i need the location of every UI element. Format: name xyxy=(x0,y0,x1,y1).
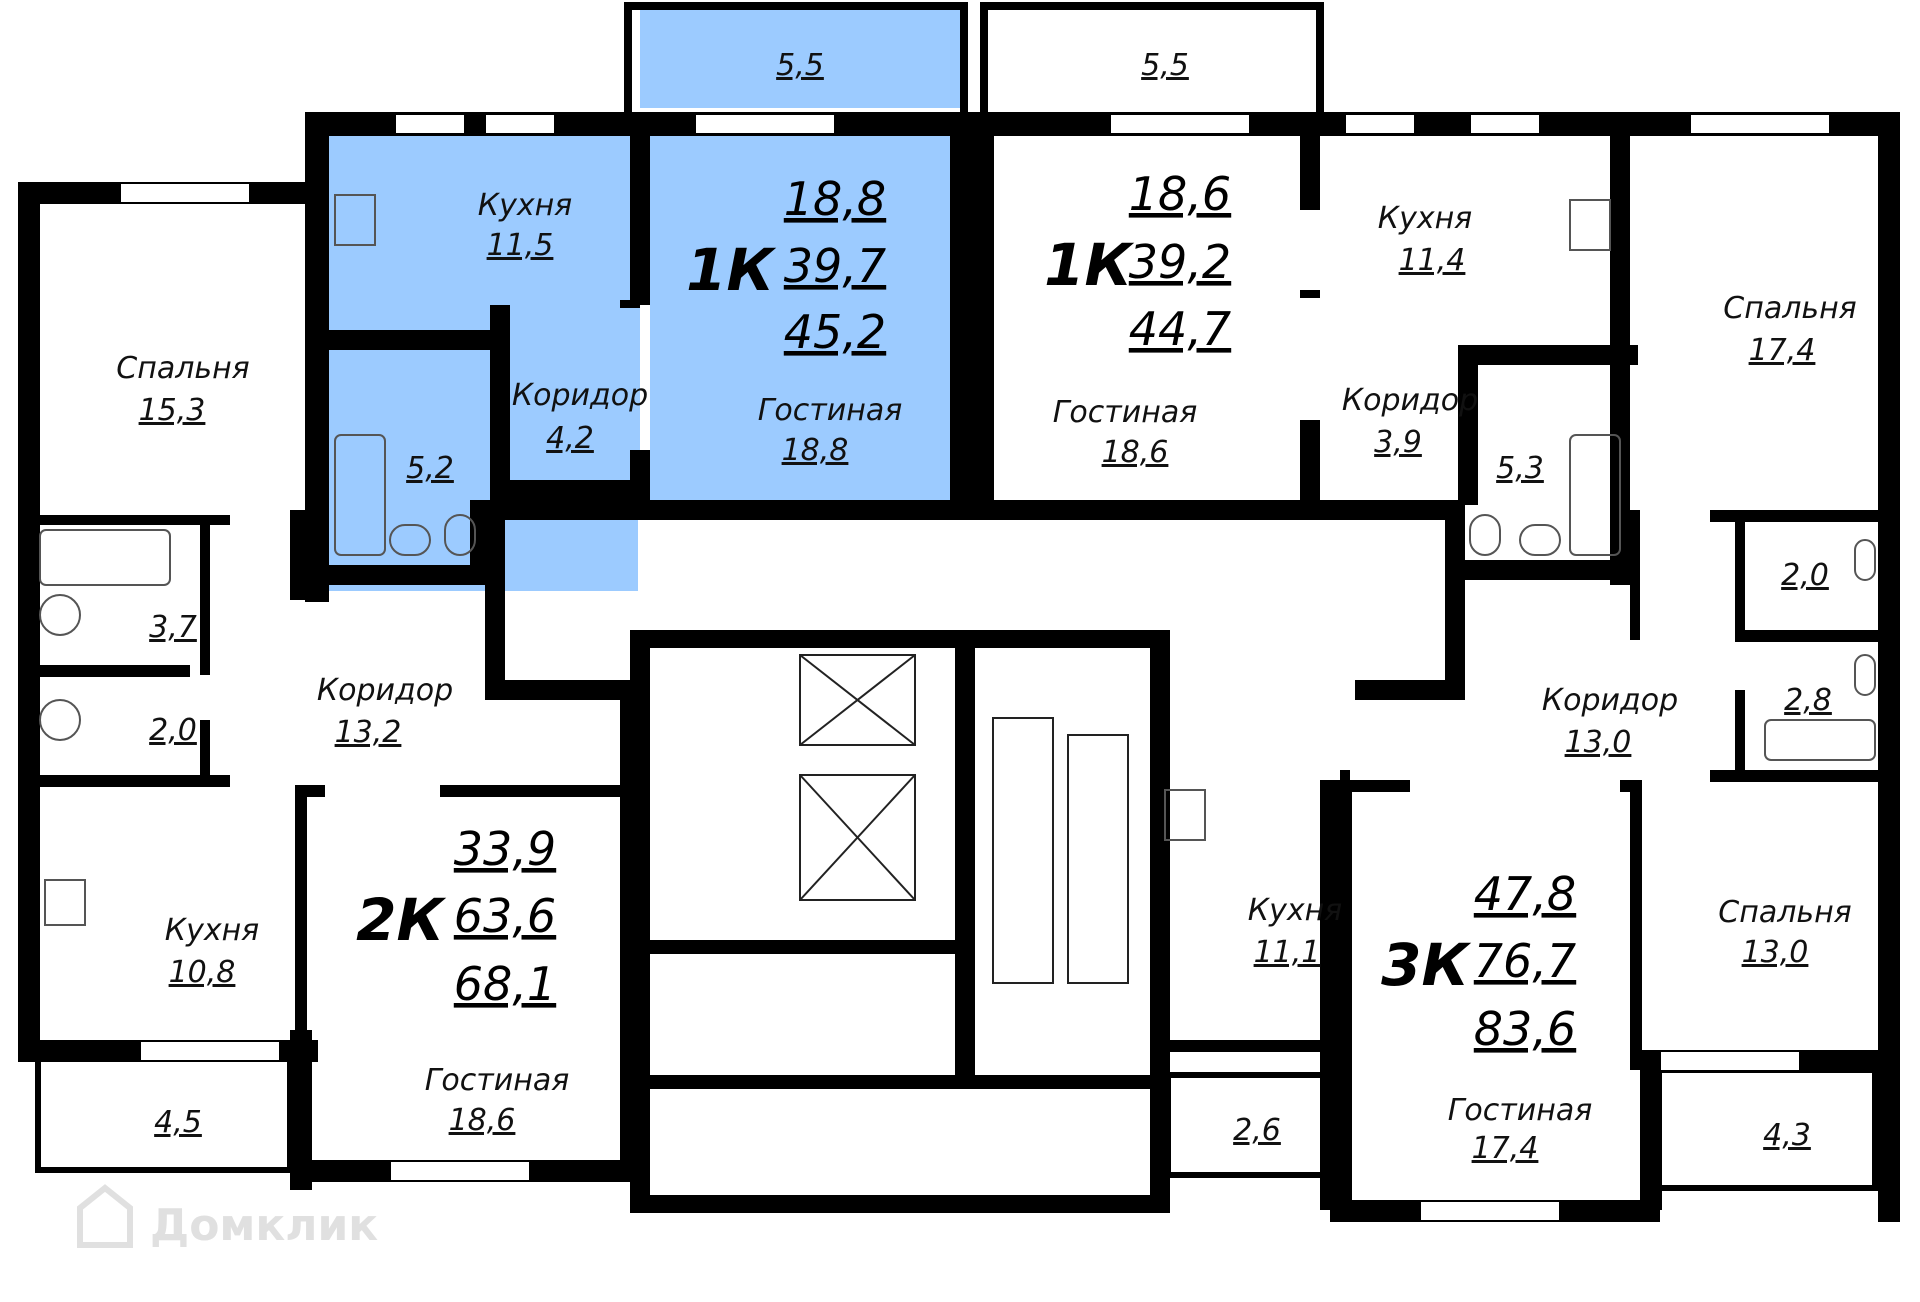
apartment-type: 2К xyxy=(356,886,446,954)
highlighted-apartment[interactable] xyxy=(328,8,960,591)
stove-icon xyxy=(1164,789,1206,841)
balcony-area: 2,6 xyxy=(1233,1113,1281,1148)
balcony-area: 4,5 xyxy=(154,1105,202,1140)
house-icon xyxy=(77,1184,133,1248)
windows xyxy=(119,113,1831,1222)
stove-icon xyxy=(44,879,86,926)
room-area: 11,4 xyxy=(1399,243,1466,278)
room-label: Коридор xyxy=(317,673,453,708)
living-area: 18,6 xyxy=(1129,167,1231,221)
stove-icon xyxy=(1569,199,1611,251)
room-area: 18,6 xyxy=(449,1103,516,1138)
total-area: 39,7 xyxy=(784,239,886,293)
total-area-with-balcony: 83,6 xyxy=(1474,1002,1576,1056)
apartment-type: 1К xyxy=(1044,231,1134,299)
total-area-with-balcony: 68,1 xyxy=(454,957,556,1011)
outer-walls xyxy=(18,2,1900,1222)
room-label: Гостиная xyxy=(1053,395,1198,430)
apartment-1k-right[interactable]: 1К 18,6 39,2 44,7 Кухня 11,4 Коридор 3,9… xyxy=(1044,167,1544,486)
living-area: 47,8 xyxy=(1474,867,1576,921)
room-label: Спальня xyxy=(1718,895,1851,930)
bathtub-icon xyxy=(1764,719,1876,761)
room-label: Кухня xyxy=(1378,201,1472,236)
fixtures xyxy=(39,194,1876,984)
room-area: 11,5 xyxy=(487,228,554,263)
room-area: 3,9 xyxy=(1374,425,1422,460)
balcony-area: 4,3 xyxy=(1763,1118,1811,1153)
room-area: 18,8 xyxy=(782,433,849,468)
room-area: 5,2 xyxy=(406,451,454,486)
living-area: 33,9 xyxy=(454,822,556,876)
room-label: Кухня xyxy=(165,913,259,948)
bathtub-icon xyxy=(334,434,386,556)
bathtub-icon xyxy=(39,529,171,586)
room-label: Кухня xyxy=(478,188,572,223)
total-area-with-balcony: 44,7 xyxy=(1129,302,1231,356)
watermark: Домклик xyxy=(77,1184,378,1251)
room-label: Спальня xyxy=(116,351,249,386)
total-area-with-balcony: 45,2 xyxy=(784,305,886,359)
sink-icon xyxy=(1519,524,1561,556)
room-area: 17,4 xyxy=(1749,333,1816,368)
total-area: 63,6 xyxy=(454,889,556,943)
room-area: 13,0 xyxy=(1565,725,1632,760)
interior-walls xyxy=(40,135,1880,1210)
total-area: 39,2 xyxy=(1129,235,1231,289)
room-area: 2,0 xyxy=(149,713,197,748)
room-label: Гостиная xyxy=(1448,1093,1593,1128)
room-area: 13,2 xyxy=(335,715,402,750)
room-area: 15,3 xyxy=(139,393,206,428)
stairs-icon xyxy=(992,717,1129,984)
watermark-text: Домклик xyxy=(150,1200,378,1251)
sink-icon xyxy=(1854,654,1876,696)
room-area: 5,3 xyxy=(1496,451,1544,486)
room-area: 10,8 xyxy=(169,955,236,990)
room-area: 2,8 xyxy=(1784,683,1832,718)
bathtub-icon xyxy=(1569,434,1621,556)
room-area: 17,4 xyxy=(1472,1131,1539,1166)
apartment-1k-left[interactable]: 1К 18,8 39,7 45,2 Кухня 11,5 Коридор 4,2… xyxy=(406,172,902,486)
room-area: 13,0 xyxy=(1742,935,1809,970)
room-area: 3,7 xyxy=(149,610,197,645)
room-area: 4,2 xyxy=(546,421,594,456)
room-area: 2,0 xyxy=(1781,558,1829,593)
living-area: 18,8 xyxy=(784,172,886,226)
room-label: Коридор xyxy=(512,378,648,413)
sink-icon xyxy=(389,524,431,556)
sink-icon xyxy=(39,594,81,636)
apartment-type: 3К xyxy=(1381,931,1471,999)
toilet-icon xyxy=(39,699,81,741)
toilet-icon xyxy=(1469,514,1501,556)
balcony-area: 5,5 xyxy=(776,48,824,83)
room-label: Спальня xyxy=(1723,291,1856,326)
total-area: 76,7 xyxy=(1474,934,1576,988)
room-area: 11,1 xyxy=(1254,935,1321,970)
balcony-labels: 5,5 5,5 4,5 2,6 4,3 xyxy=(154,48,1811,1153)
room-label: Кухня xyxy=(1248,893,1342,928)
apartment-2k[interactable]: 2К 33,9 63,6 68,1 Спальня 15,3 3,7 2,0 К… xyxy=(116,351,569,1138)
room-label: Коридор xyxy=(1342,383,1478,418)
apartment-3k[interactable]: 3К 47,8 76,7 83,6 Спальня 17,4 2,0 2,8 К… xyxy=(1248,291,1857,1166)
toilet-icon xyxy=(444,514,476,556)
room-label: Гостиная xyxy=(425,1063,570,1098)
stove-icon xyxy=(334,194,376,246)
room-label: Коридор xyxy=(1542,683,1678,718)
room-area: 18,6 xyxy=(1102,435,1169,470)
toilet-icon xyxy=(1854,539,1876,581)
room-label: Гостиная xyxy=(758,393,903,428)
apartment-type: 1К xyxy=(686,236,776,304)
balcony-area: 5,5 xyxy=(1141,48,1189,83)
